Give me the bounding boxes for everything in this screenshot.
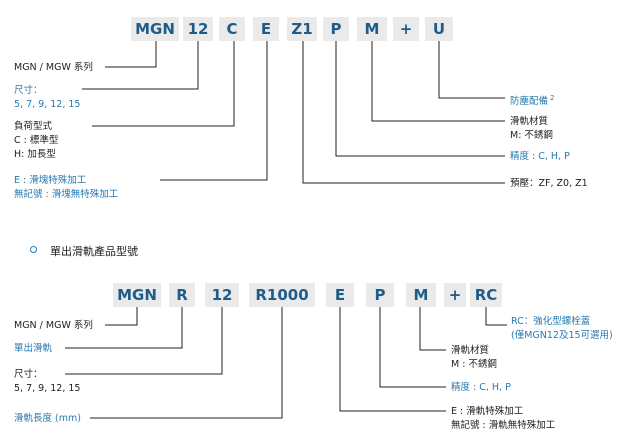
- label2-series: MGN / MGW 系列: [14, 320, 93, 331]
- label-size-title: 尺寸：: [14, 85, 43, 96]
- label-load-c: C : 標準型: [14, 135, 59, 146]
- code2-mgn: MGN: [113, 283, 161, 307]
- code2-size: 12: [205, 283, 239, 307]
- code2-plus: +: [444, 283, 466, 307]
- code-mgn: MGN: [131, 17, 179, 41]
- label2-size-title: 尺寸：: [14, 369, 43, 380]
- code2-length: R1000: [249, 283, 315, 307]
- label-dust-text: 防塵配備: [510, 96, 549, 108]
- label-series: MGN / MGW 系列: [14, 62, 93, 73]
- code-e: E: [253, 17, 279, 41]
- label-load-title: 負荷型式: [14, 121, 53, 132]
- label-size-values: 5, 7, 9, 12, 15: [14, 99, 81, 110]
- code2-rc: RC: [470, 283, 502, 307]
- code-size: 12: [183, 17, 213, 41]
- label-precision: 精度 : C, H, P: [510, 151, 570, 162]
- code-preload: Z1: [287, 17, 317, 41]
- connector-lines-1: [82, 41, 505, 184]
- label2-e-line2: 無記號 : 滑軌無特殊加工: [451, 420, 556, 431]
- section-title: 單出滑軌產品型號: [50, 245, 138, 258]
- label-e-line2: 無記號 : 滑塊無特殊加工: [14, 189, 119, 200]
- label2-precision: 精度 : C, H, P: [451, 382, 511, 393]
- code2-precision: P: [366, 283, 394, 307]
- code2-rail: R: [169, 283, 195, 307]
- label2-material-value: M : 不銹鋼: [451, 359, 497, 370]
- label-load-h: H: 加長型: [14, 149, 56, 160]
- code-precision: P: [323, 17, 349, 41]
- code-dust: U: [425, 17, 453, 41]
- label2-material-title: 滑軌材質: [451, 345, 490, 356]
- code2-e: E: [326, 283, 354, 307]
- code-load-type: C: [219, 17, 245, 41]
- label2-rc-line1: RC：強化型鏍栓蓋: [511, 316, 591, 327]
- code-plus: +: [393, 17, 419, 41]
- label-material-value: M: 不銹鋼: [510, 130, 553, 141]
- label2-rc-line2: (僅MGN12及15可選用): [511, 330, 613, 341]
- code2-material: M: [406, 283, 436, 307]
- section-bullet-icon: [30, 246, 37, 253]
- label-dust-sup: 2: [550, 94, 555, 102]
- label-material-title: 滑軌材質: [510, 116, 549, 127]
- code-material: M: [357, 17, 387, 41]
- label2-rail: 單出滑軌: [14, 343, 53, 354]
- label-e-line1: E : 滑塊特殊加工: [14, 175, 87, 186]
- label2-e-line1: E : 滑軌特殊加工: [451, 406, 524, 417]
- label2-length: 滑軌長度 (mm): [14, 413, 81, 424]
- label2-size-values: 5, 7, 9, 12, 15: [14, 383, 81, 394]
- label-preload: 預壓：ZF, Z0, Z1: [510, 178, 588, 189]
